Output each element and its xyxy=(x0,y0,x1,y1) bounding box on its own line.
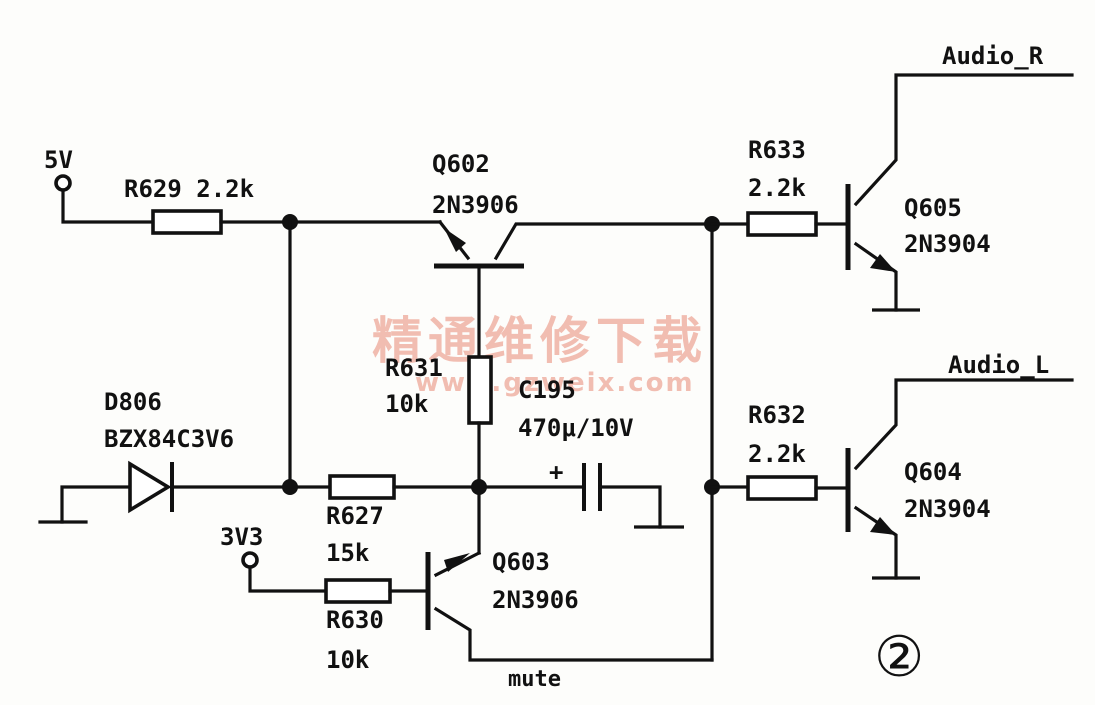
q603-collector xyxy=(433,606,714,662)
label-r629: R629 2.2k xyxy=(124,175,255,203)
label-q602-ref: Q602 xyxy=(432,150,490,178)
junction-d806 xyxy=(282,479,298,495)
label-3v3: 3V3 xyxy=(220,523,263,551)
label-r632-ref: R632 xyxy=(748,401,806,429)
junction-center xyxy=(471,479,487,495)
label-audio-r: Audio_R xyxy=(942,42,1044,70)
label-mute: mute xyxy=(508,667,561,692)
q605-emitter-arrow xyxy=(870,254,896,272)
q602-emitter-arrow xyxy=(444,228,466,252)
q605-collector xyxy=(853,73,1074,207)
label-r632-value: 2.2k xyxy=(748,440,806,468)
wire-ground-d806 xyxy=(60,485,132,524)
label-5v: 5V xyxy=(44,146,73,174)
terminal-3v3 xyxy=(241,551,259,569)
figure-number: ② xyxy=(874,625,924,690)
q603-emitter-arrow xyxy=(444,553,470,572)
label-c195-ref: C195 xyxy=(518,376,576,404)
label-q604-type: 2N3904 xyxy=(904,495,991,523)
label-r633-value: 2.2k xyxy=(748,174,806,202)
q604-emitter xyxy=(853,505,898,580)
resistor-r629 xyxy=(151,209,223,235)
q603-emitter xyxy=(433,550,482,578)
label-d806-ref: D806 xyxy=(104,388,162,416)
wire-5v xyxy=(61,188,155,224)
terminal-5v xyxy=(54,174,72,192)
watermark-text: 精通维修下载 xyxy=(372,312,708,370)
label-r630-value: 10k xyxy=(326,646,370,674)
label-q603-type: 2N3906 xyxy=(492,586,579,614)
resistor-r630 xyxy=(324,578,392,604)
label-q605-ref: Q605 xyxy=(904,194,962,222)
label-q604-ref: Q604 xyxy=(904,458,962,486)
label-r631-ref: R631 xyxy=(385,354,443,382)
label-q603-ref: Q603 xyxy=(492,548,550,576)
diode-d806 xyxy=(128,460,172,514)
label-q605-type: 2N3904 xyxy=(904,230,991,258)
q604-emitter-arrow xyxy=(870,517,896,535)
label-q602-type: 2N3906 xyxy=(432,191,519,219)
label-r631-value: 10k xyxy=(385,390,429,418)
q604-collector xyxy=(853,378,1074,471)
label-r627-ref: R627 xyxy=(326,502,384,530)
label-r633-ref: R633 xyxy=(748,136,806,164)
label-audio-l: Audio_L xyxy=(948,351,1049,379)
wire-capacitor-ground xyxy=(598,485,662,529)
label-r630-ref: R630 xyxy=(326,606,384,634)
watermark-url: www.gzweix.com xyxy=(415,368,695,398)
q602-collector xyxy=(493,222,714,261)
resistor-r633 xyxy=(746,211,818,237)
q605-emitter xyxy=(853,241,898,312)
wire-3v3 xyxy=(248,565,328,593)
label-c195-value: 470μ/10V xyxy=(518,414,634,442)
label-d806-type: BZX84C3V6 xyxy=(104,425,234,453)
resistor-r627 xyxy=(328,474,396,500)
label-r627-value: 15k xyxy=(326,539,370,567)
capacitor-plus-sign: + xyxy=(549,458,563,486)
resistor-r632 xyxy=(746,475,818,501)
resistor-r631 xyxy=(467,355,493,425)
